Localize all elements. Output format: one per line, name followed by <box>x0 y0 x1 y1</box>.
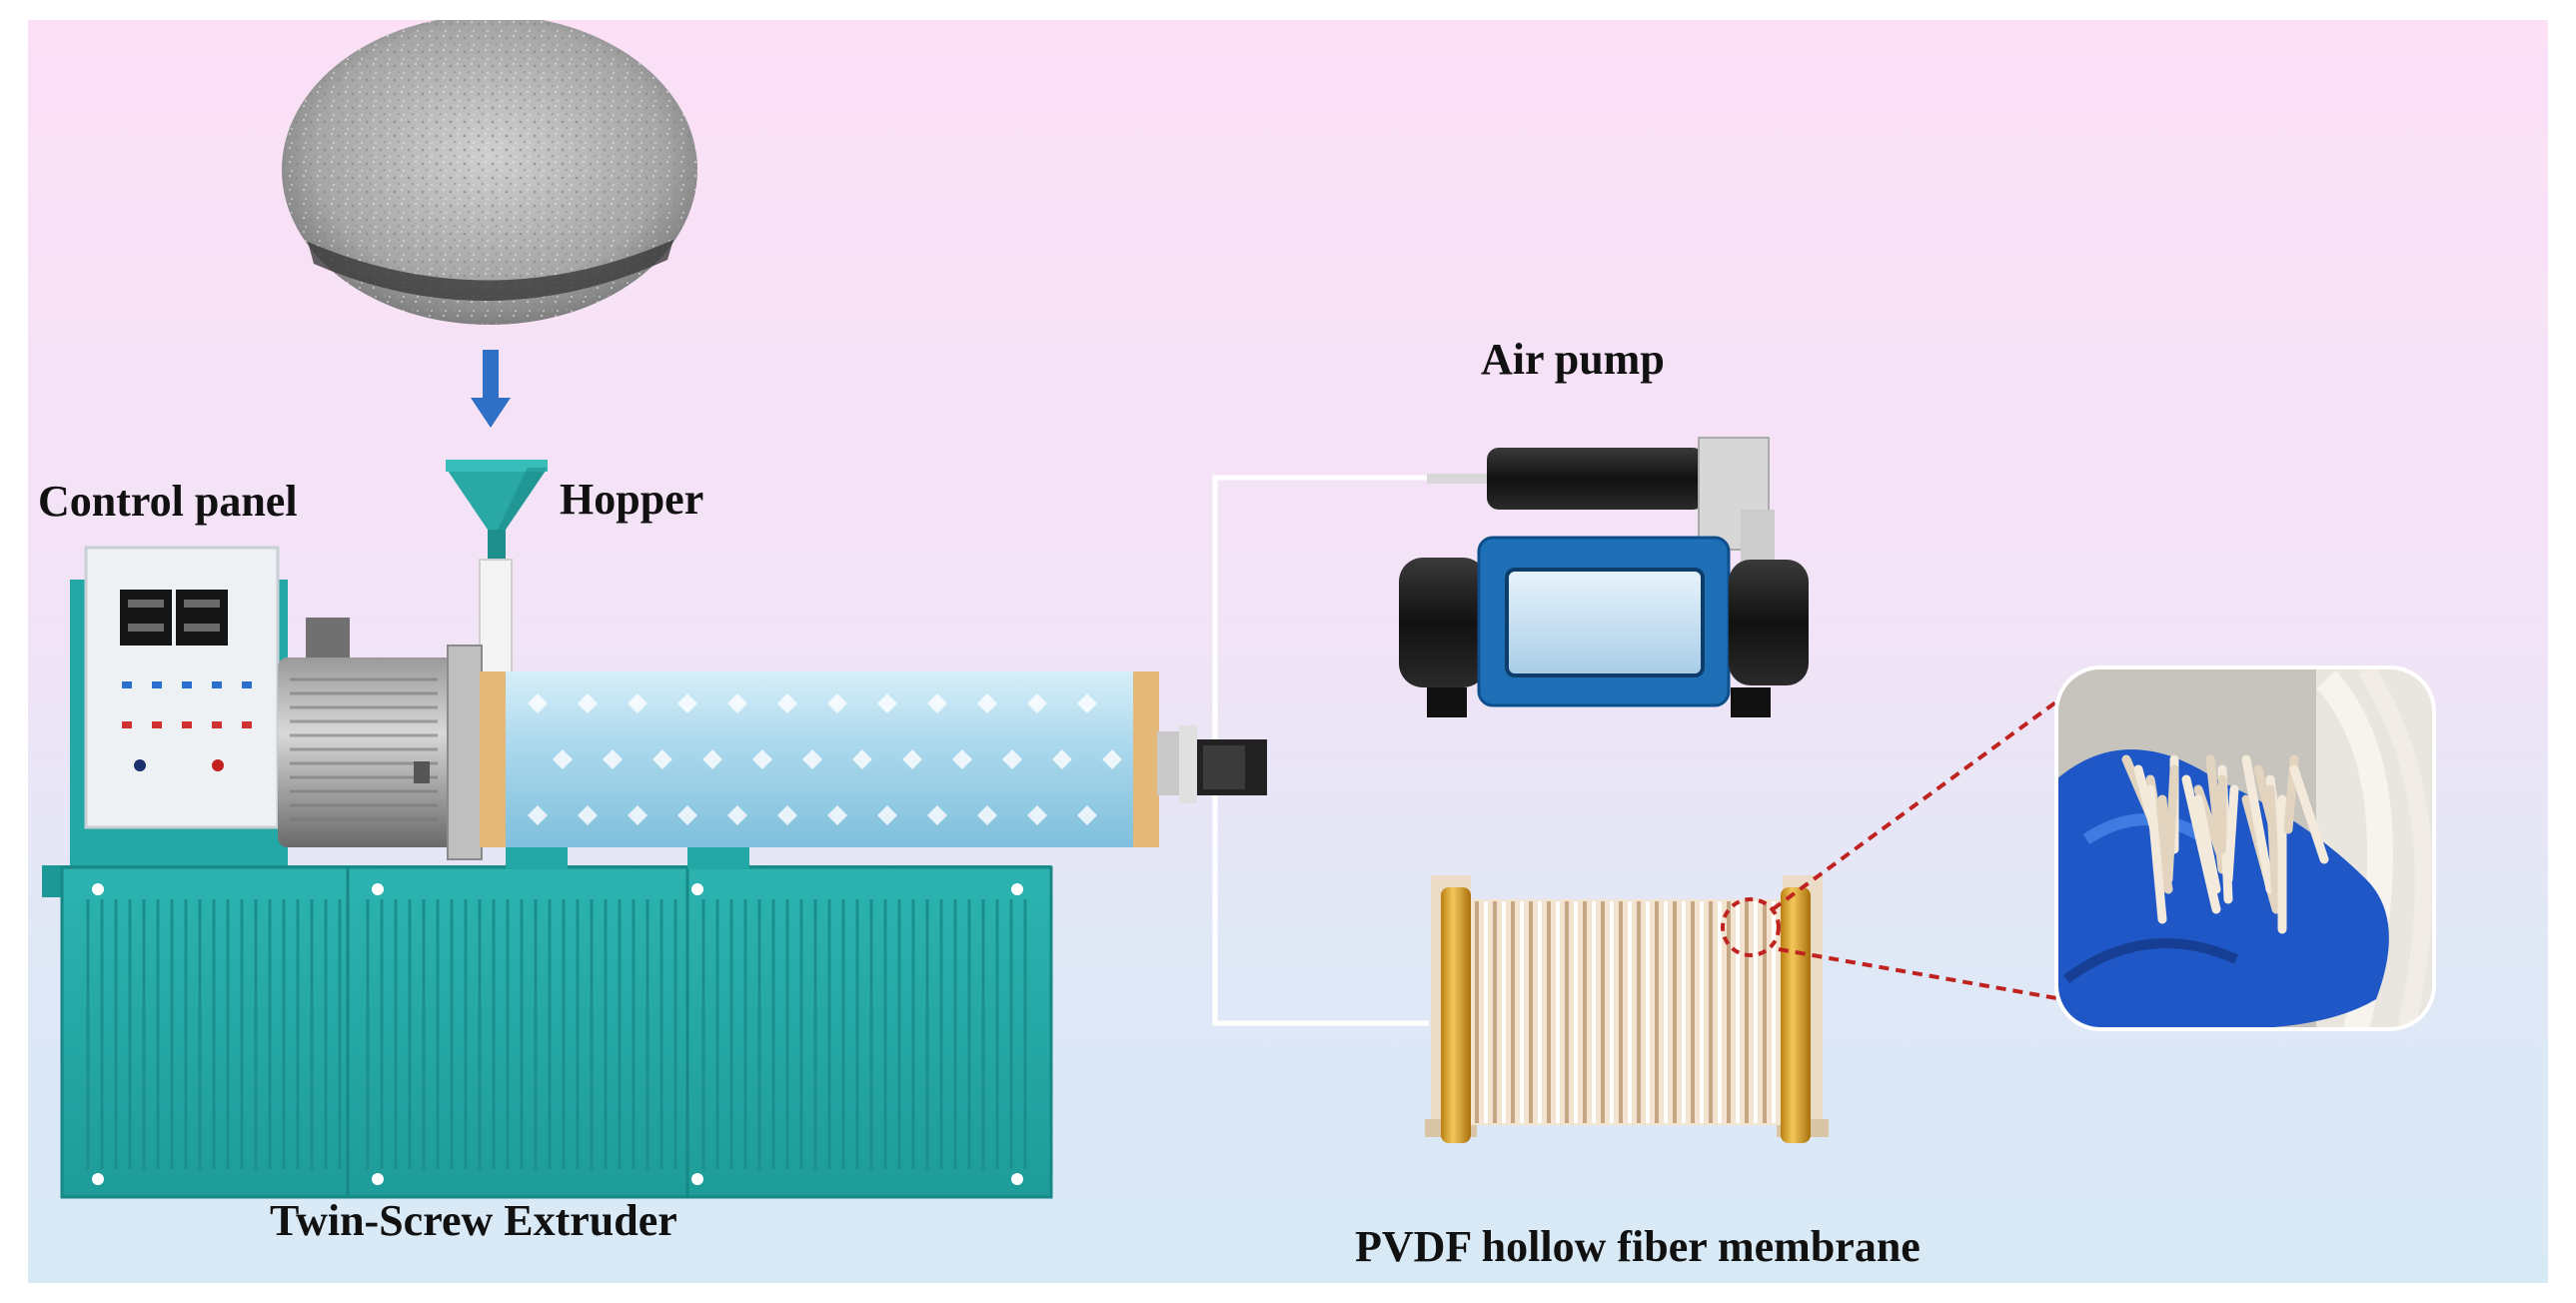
motor-icon <box>278 618 483 860</box>
process-diagram: Control panel Hopper Air pump Twin-Screw… <box>28 20 2548 1283</box>
hopper-label: Hopper <box>560 475 704 524</box>
extruder-label: Twin-Screw Extruder <box>270 1196 677 1245</box>
control-panel-box <box>84 546 280 829</box>
control-panel-label: Control panel <box>38 477 298 526</box>
extruder-rivets <box>92 883 1023 1185</box>
membrane-label: PVDF hollow fiber membrane <box>1355 1222 1921 1271</box>
extruder-die <box>1157 725 1267 803</box>
powder-sample-photo <box>282 20 697 325</box>
air-line <box>1212 475 1429 1026</box>
zoom-leader-lines <box>1771 695 2064 1001</box>
air-pump-label: Air pump <box>1481 335 1665 384</box>
hollow-fiber-photo <box>2056 667 2434 1029</box>
air-pump-icon <box>1399 437 1809 717</box>
feed-arrow-icon <box>471 350 511 428</box>
extruder-barrel <box>480 671 1159 847</box>
diagram-artwork <box>42 20 2436 1199</box>
membrane-spool-icon <box>1425 875 1829 1143</box>
extruder-vents <box>86 899 1027 1169</box>
